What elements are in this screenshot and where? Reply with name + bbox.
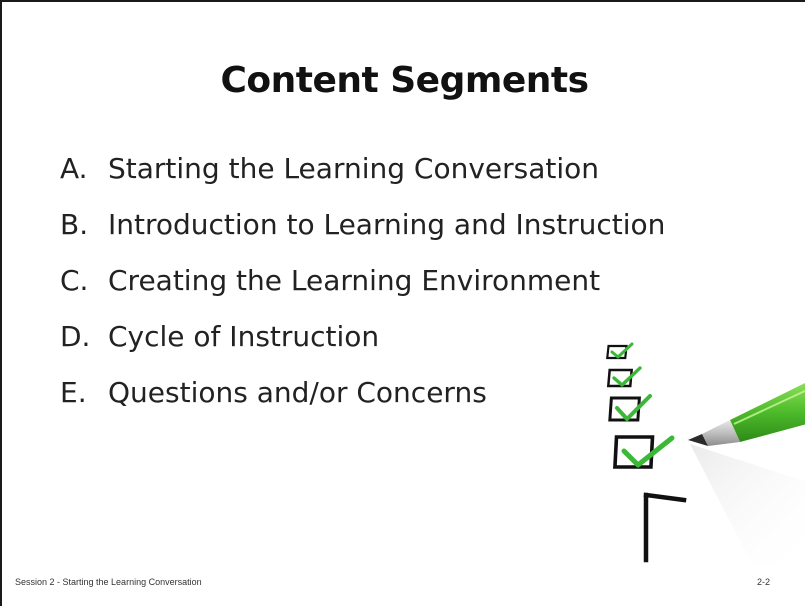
slide-title: Content Segments — [220, 60, 589, 101]
list-item: A. Starting the Learning Conversation — [60, 152, 665, 208]
list-item-letter: B. — [60, 208, 89, 241]
checkbox-empty-icon — [643, 492, 687, 563]
list-item-text: Cycle of Instruction — [108, 320, 380, 353]
list-item-text: Creating the Learning Environment — [108, 264, 601, 297]
list-item-text: Starting the Learning Conversation — [108, 152, 600, 185]
list-item: E. Questions and/or Concerns — [60, 376, 665, 432]
list-item-text: Questions and/or Concerns — [108, 376, 487, 409]
list-item: C. Creating the Learning Environment — [60, 264, 665, 320]
list-item-letter: E. — [60, 376, 87, 409]
checkbox-checked-icon — [613, 435, 675, 469]
list-item: B. Introduction to Learning and Instruct… — [60, 208, 665, 264]
list-item-letter: C. — [60, 264, 89, 297]
checkbox-checked-icon — [606, 366, 642, 388]
list-item: D. Cycle of Instruction — [60, 320, 665, 376]
pen-icon — [688, 382, 805, 446]
checkbox-checked-icon — [608, 394, 652, 422]
list-item-letter: D. — [60, 320, 91, 353]
checklist-pen-icon — [606, 342, 805, 564]
checkbox-checked-icon — [606, 342, 634, 360]
footer-session-label: Session 2 - Starting the Learning Conver… — [15, 577, 202, 587]
list-item-letter: A. — [60, 152, 88, 185]
list-item-text: Introduction to Learning and Instruction — [108, 208, 666, 241]
content-segment-list: A. Starting the Learning Conversation B.… — [60, 152, 665, 432]
page-number: 2-2 — [757, 577, 771, 587]
